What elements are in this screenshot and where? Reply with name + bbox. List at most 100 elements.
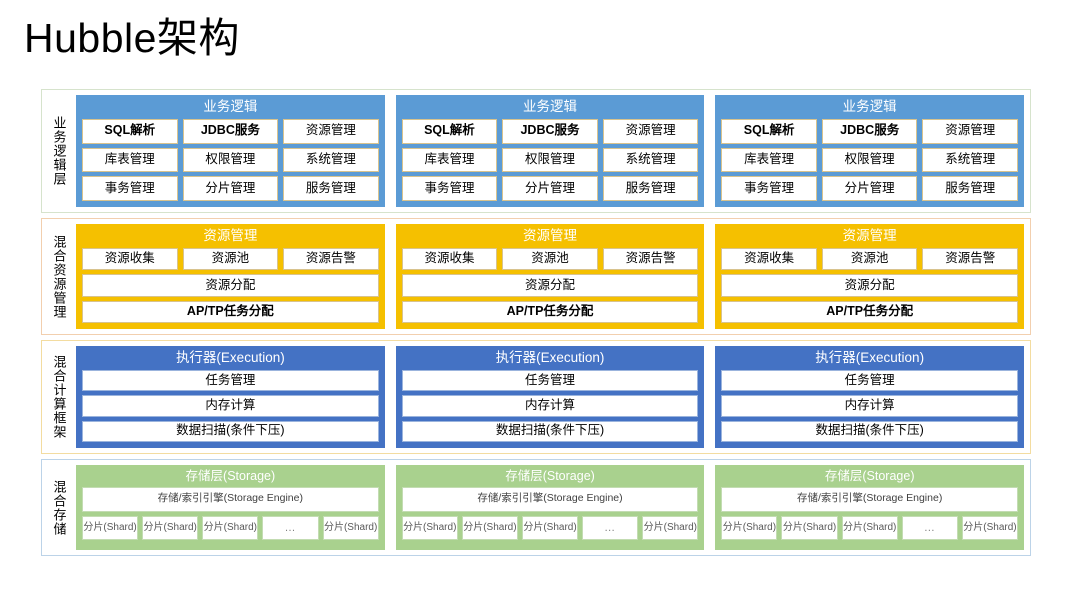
- cell-hybrid-resource-management-r3c1[interactable]: AP/TP任务分配: [721, 300, 1019, 323]
- cell-business-logic-r2c2[interactable]: 权限管理: [502, 147, 598, 173]
- panel-title-hybrid-storage: 存储层(Storage): [505, 469, 595, 483]
- panel-hybrid-storage-2[interactable]: 存储层(Storage) 存储/索引引擎(Storage Engine) 分片(Sh…: [395, 465, 705, 550]
- panel-hybrid-compute-framework-3[interactable]: 执行器(Execution)任务管理内存计算数据扫描(条件下压): [715, 346, 1025, 448]
- cell-business-logic-r3c1[interactable]: 事务管理: [721, 176, 817, 202]
- cell-business-logic-r2c1[interactable]: 库表管理: [721, 147, 817, 173]
- cell-row: AP/TP任务分配: [721, 300, 1019, 323]
- cell-hybrid-resource-management-r1c3[interactable]: 资源告警: [602, 248, 699, 271]
- cell-hybrid-storage-r1c1[interactable]: 存储/索引引擎(Storage Engine): [721, 487, 1019, 512]
- cell-hybrid-storage-r2c4[interactable]: …: [901, 515, 958, 540]
- cell-hybrid-resource-management-r2c1[interactable]: 资源分配: [721, 274, 1019, 297]
- cell-hybrid-resource-management-r3c1[interactable]: AP/TP任务分配: [401, 300, 699, 323]
- cell-business-logic-r3c1[interactable]: 事务管理: [82, 176, 178, 202]
- cell-hybrid-resource-management-r3c1[interactable]: AP/TP任务分配: [82, 300, 379, 323]
- cell-hybrid-storage-r2c5[interactable]: 分片(Shard): [322, 515, 379, 540]
- cell-hybrid-compute-framework-r1c1[interactable]: 任务管理: [82, 370, 379, 392]
- cell-business-logic-r1c1[interactable]: SQL解析: [82, 119, 178, 144]
- cell-hybrid-storage-r2c1[interactable]: 分片(Shard): [401, 515, 458, 540]
- cell-business-logic-r3c3[interactable]: 服务管理: [283, 176, 379, 202]
- cell-hybrid-resource-management-r1c3[interactable]: 资源告警: [922, 248, 1019, 271]
- cell-business-logic-r2c3[interactable]: 系统管理: [602, 147, 699, 173]
- cell-hybrid-storage-r1c1[interactable]: 存储/索引引擎(Storage Engine): [401, 487, 699, 512]
- cell-hybrid-compute-framework-r2c1[interactable]: 内存计算: [721, 395, 1019, 417]
- cell-business-logic-r2c2[interactable]: 权限管理: [182, 147, 279, 173]
- cell-business-logic-r1c2[interactable]: JDBC服务: [182, 119, 279, 144]
- cell-row: 分片(Shard)分片(Shard)分片(Shard)…分片(Shard): [721, 515, 1019, 540]
- cell-business-logic-r1c3[interactable]: 资源管理: [922, 119, 1019, 144]
- cell-business-logic-r1c2[interactable]: JDBC服务: [502, 119, 598, 144]
- panel-title-business-logic: 业务逻辑: [523, 99, 577, 114]
- cell-business-logic-r3c3[interactable]: 服务管理: [922, 176, 1019, 202]
- cell-hybrid-compute-framework-r3c1[interactable]: 数据扫描(条件下压): [82, 420, 379, 442]
- cell-hybrid-storage-r2c5[interactable]: 分片(Shard): [642, 515, 699, 540]
- cell-business-logic-r2c1[interactable]: 库表管理: [401, 147, 498, 173]
- cell-business-logic-r1c3[interactable]: 资源管理: [602, 119, 699, 144]
- cell-hybrid-resource-management-r2c1[interactable]: 资源分配: [82, 274, 379, 297]
- panel-hybrid-compute-framework-2[interactable]: 执行器(Execution)任务管理内存计算数据扫描(条件下压): [395, 346, 705, 448]
- cell-hybrid-compute-framework-r3c1[interactable]: 数据扫描(条件下压): [401, 420, 699, 442]
- cell-hybrid-resource-management-r1c3[interactable]: 资源告警: [283, 248, 379, 271]
- cell-row: 资源收集资源池资源告警: [721, 248, 1019, 271]
- cell-hybrid-storage-r2c2[interactable]: 分片(Shard): [781, 515, 838, 540]
- cell-hybrid-storage-r2c1[interactable]: 分片(Shard): [721, 515, 778, 540]
- cell-row: 任务管理: [401, 370, 699, 392]
- cell-business-logic-r2c3[interactable]: 系统管理: [922, 147, 1019, 173]
- cell-hybrid-resource-management-r1c2[interactable]: 资源池: [182, 248, 279, 271]
- cell-business-logic-r1c1[interactable]: SQL解析: [401, 119, 498, 144]
- cell-row: AP/TP任务分配: [82, 300, 379, 323]
- panel-hybrid-storage-3[interactable]: 存储层(Storage)存储/索引引擎(Storage Engine)分片(Sh…: [715, 465, 1025, 550]
- layer-side-label-hybrid-compute-framework: 混合计算框架: [51, 355, 67, 439]
- cell-hybrid-storage-r2c5[interactable]: 分片(Shard): [961, 515, 1019, 540]
- cell-business-logic-r1c2[interactable]: JDBC服务: [821, 119, 918, 144]
- cell-hybrid-storage-r2c3[interactable]: 分片(Shard): [202, 515, 259, 540]
- cell-hybrid-resource-management-r1c2[interactable]: 资源池: [502, 248, 598, 271]
- cell-hybrid-storage-r2c2[interactable]: 分片(Shard): [461, 515, 518, 540]
- cell-business-logic-r1c1[interactable]: SQL解析: [721, 119, 817, 144]
- cell-hybrid-storage-r2c3[interactable]: 分片(Shard): [521, 515, 579, 540]
- cell-hybrid-resource-management-r1c1[interactable]: 资源收集: [401, 248, 498, 271]
- cell-hybrid-compute-framework-r2c1[interactable]: 内存计算: [401, 395, 699, 417]
- cell-business-logic-r2c2[interactable]: 权限管理: [821, 147, 918, 173]
- cell-hybrid-storage-r2c2[interactable]: 分片(Shard): [142, 515, 199, 540]
- cell-hybrid-resource-management-r1c2[interactable]: 资源池: [821, 248, 918, 271]
- cell-hybrid-compute-framework-r1c1[interactable]: 任务管理: [721, 370, 1019, 392]
- cell-hybrid-resource-management-r1c1[interactable]: 资源收集: [721, 248, 817, 271]
- cell-hybrid-compute-framework-r2c1[interactable]: 内存计算: [82, 395, 379, 417]
- cell-hybrid-storage-r2c4[interactable]: …: [582, 515, 639, 540]
- cell-hybrid-storage-r2c4[interactable]: …: [262, 515, 319, 540]
- panel-hybrid-storage-1[interactable]: 存储层(Storage)存储/索引引擎(Storage Engine)分片(Sh…: [76, 465, 385, 550]
- cell-hybrid-storage-r2c1[interactable]: 分片(Shard): [82, 515, 139, 540]
- cell-hybrid-resource-management-r2c1[interactable]: 资源分配: [401, 274, 699, 297]
- cell-row: 数据扫描(条件下压): [401, 420, 699, 442]
- cell-business-logic-r3c2[interactable]: 分片管理: [821, 176, 918, 202]
- cell-row: 库表管理权限管理系统管理: [401, 147, 699, 173]
- cell-business-logic-r3c2[interactable]: 分片管理: [502, 176, 598, 202]
- cell-business-logic-r3c2[interactable]: 分片管理: [182, 176, 279, 202]
- cell-business-logic-r1c3[interactable]: 资源管理: [283, 119, 379, 144]
- cell-business-logic-r3c3[interactable]: 服务管理: [602, 176, 699, 202]
- cell-hybrid-compute-framework-r3c1[interactable]: 数据扫描(条件下压): [721, 420, 1019, 442]
- cell-hybrid-storage-r1c1[interactable]: 存储/索引引擎(Storage Engine): [82, 487, 379, 512]
- cell-row: 任务管理: [721, 370, 1019, 392]
- cell-hybrid-storage-r2c3[interactable]: 分片(Shard): [841, 515, 898, 540]
- cell-row: AP/TP任务分配: [401, 300, 699, 323]
- cell-business-logic-r3c1[interactable]: 事务管理: [401, 176, 498, 202]
- cell-business-logic-r2c3[interactable]: 系统管理: [283, 147, 379, 173]
- cell-row: 资源分配: [721, 274, 1019, 297]
- cell-hybrid-resource-management-r1c1[interactable]: 资源收集: [82, 248, 178, 271]
- panel-hybrid-compute-framework-1[interactable]: 执行器(Execution)任务管理内存计算数据扫描(条件下压): [76, 346, 385, 448]
- cell-hybrid-compute-framework-r1c1[interactable]: 任务管理: [401, 370, 699, 392]
- cell-business-logic-r2c1[interactable]: 库表管理: [82, 147, 178, 173]
